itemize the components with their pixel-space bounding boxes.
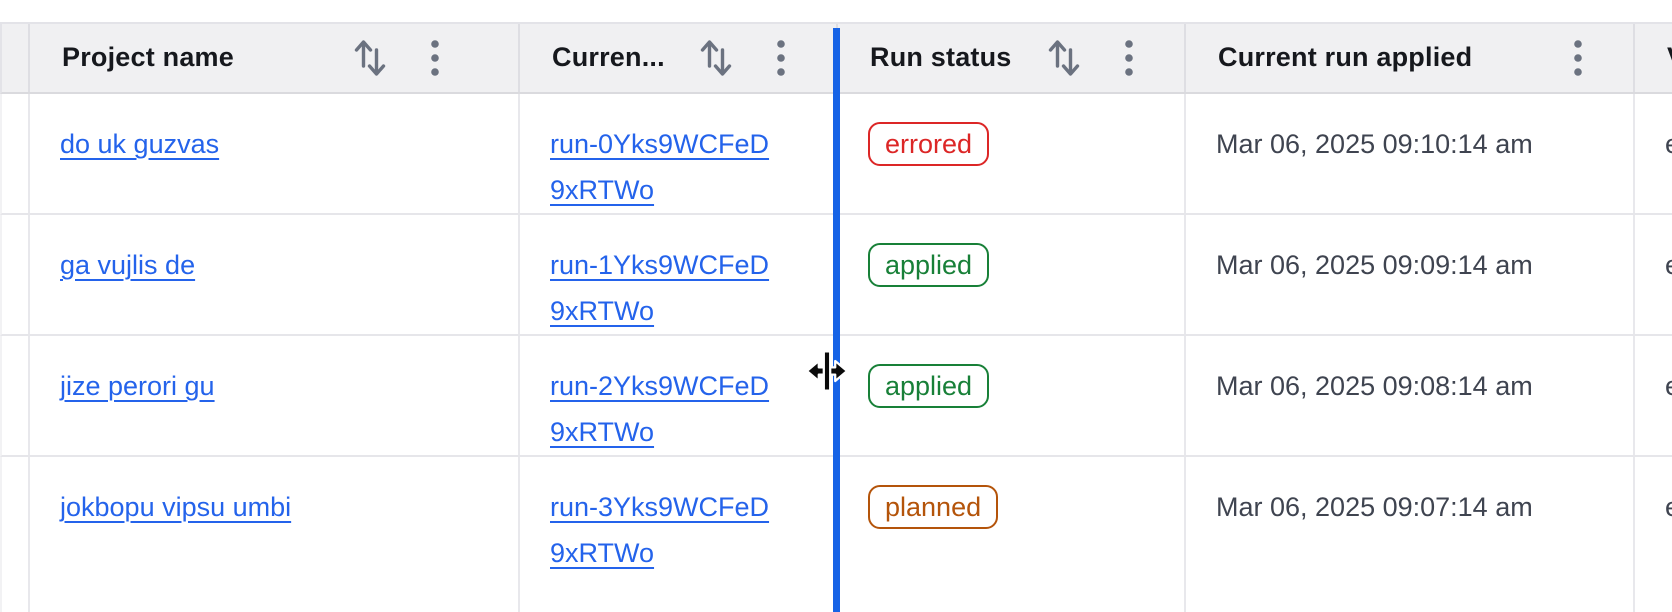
applied-date: Mar 06, 2025 09:09:14 am [1216,249,1533,280]
column-header-next[interactable]: V [1635,24,1672,92]
current-run-applied-cell: Mar 06, 2025 09:07:14 am [1186,456,1635,612]
current-run-cell: run-3Yks9WCFeD9xRTWo [520,456,838,612]
column-header-run-status[interactable]: Run status [838,23,1186,92]
run-status-badge: errored [868,121,990,166]
current-run-cell: run-2Yks9WCFeD9xRTWo [520,335,838,455]
run-status-badge: applied [868,363,990,408]
current-run-applied-cell: Mar 06, 2025 09:08:14 am [1186,335,1635,455]
column-header-project-name[interactable]: Project name [30,23,520,92]
project-name-cell: jize perori gu [30,335,520,455]
applied-date: Mar 06, 2025 09:08:14 am [1216,370,1533,401]
applied-date: Mar 06, 2025 09:07:14 am [1216,491,1533,522]
project-link[interactable]: do uk guzvas [60,128,220,159]
sort-arrows-icon[interactable] [1046,38,1082,78]
next-cell-text: e [1665,371,1672,401]
run-status-cell: planned [838,456,1186,612]
next-column-cell: e [1635,336,1672,455]
next-column-cell: e [1635,94,1672,213]
column-header-label: V [1667,42,1672,73]
row-index-cell [2,335,30,455]
column-header-label: Curren... [552,42,665,73]
run-link[interactable]: run-3Yks9WCFeD9xRTWo [550,491,770,568]
run-status-cell: applied [838,335,1186,455]
project-link[interactable]: jize perori gu [60,370,215,401]
row-index-cell [2,214,30,334]
project-link[interactable]: jokbopu vipsu umbi [60,491,292,522]
next-column-cell: e [1635,215,1672,334]
current-run-cell: run-0Yks9WCFeD9xRTWo [520,93,838,213]
next-cell-text: e [1665,250,1672,280]
column-header-label: Current run applied [1218,42,1473,73]
column-resize-guide[interactable] [833,28,840,612]
column-header-current-run[interactable]: Curren... [520,23,838,92]
run-status-cell: applied [838,214,1186,334]
project-name-cell: jokbopu vipsu umbi [30,456,520,612]
row-index-cell [2,456,30,612]
run-link[interactable]: run-1Yks9WCFeD9xRTWo [550,249,770,326]
next-cell-text: e [1665,129,1672,159]
sort-arrows-icon[interactable] [352,38,388,78]
run-link[interactable]: run-2Yks9WCFeD9xRTWo [550,370,770,447]
column-header-label: Project name [62,42,234,73]
run-status-cell: errored [838,93,1186,213]
sort-arrows-icon[interactable] [698,38,734,78]
column-header-row-index [2,23,30,92]
current-run-cell: run-1Yks9WCFeD9xRTWo [520,214,838,334]
run-status-badge: planned [868,484,999,529]
project-name-cell: do uk guzvas [30,93,520,213]
current-run-applied-cell: Mar 06, 2025 09:09:14 am [1186,214,1635,334]
column-menu-icon[interactable] [776,39,786,77]
column-header-label: Run status [870,42,1012,73]
applied-date: Mar 06, 2025 09:10:14 am [1216,128,1533,159]
next-column-cell: e [1635,457,1672,612]
run-link[interactable]: run-0Yks9WCFeD9xRTWo [550,128,770,205]
project-name-cell: ga vujlis de [30,214,520,334]
project-link[interactable]: ga vujlis de [60,249,196,280]
column-header-current-run-applied[interactable]: Current run applied [1186,23,1635,92]
top-spacer [0,0,1672,22]
next-cell-text: e [1665,492,1672,522]
current-run-applied-cell: Mar 06, 2025 09:10:14 am [1186,93,1635,213]
column-menu-icon[interactable] [430,39,440,77]
row-index-cell [2,93,30,213]
column-menu-icon[interactable] [1573,39,1583,77]
run-status-badge: applied [868,242,990,287]
column-menu-icon[interactable] [1124,39,1134,77]
